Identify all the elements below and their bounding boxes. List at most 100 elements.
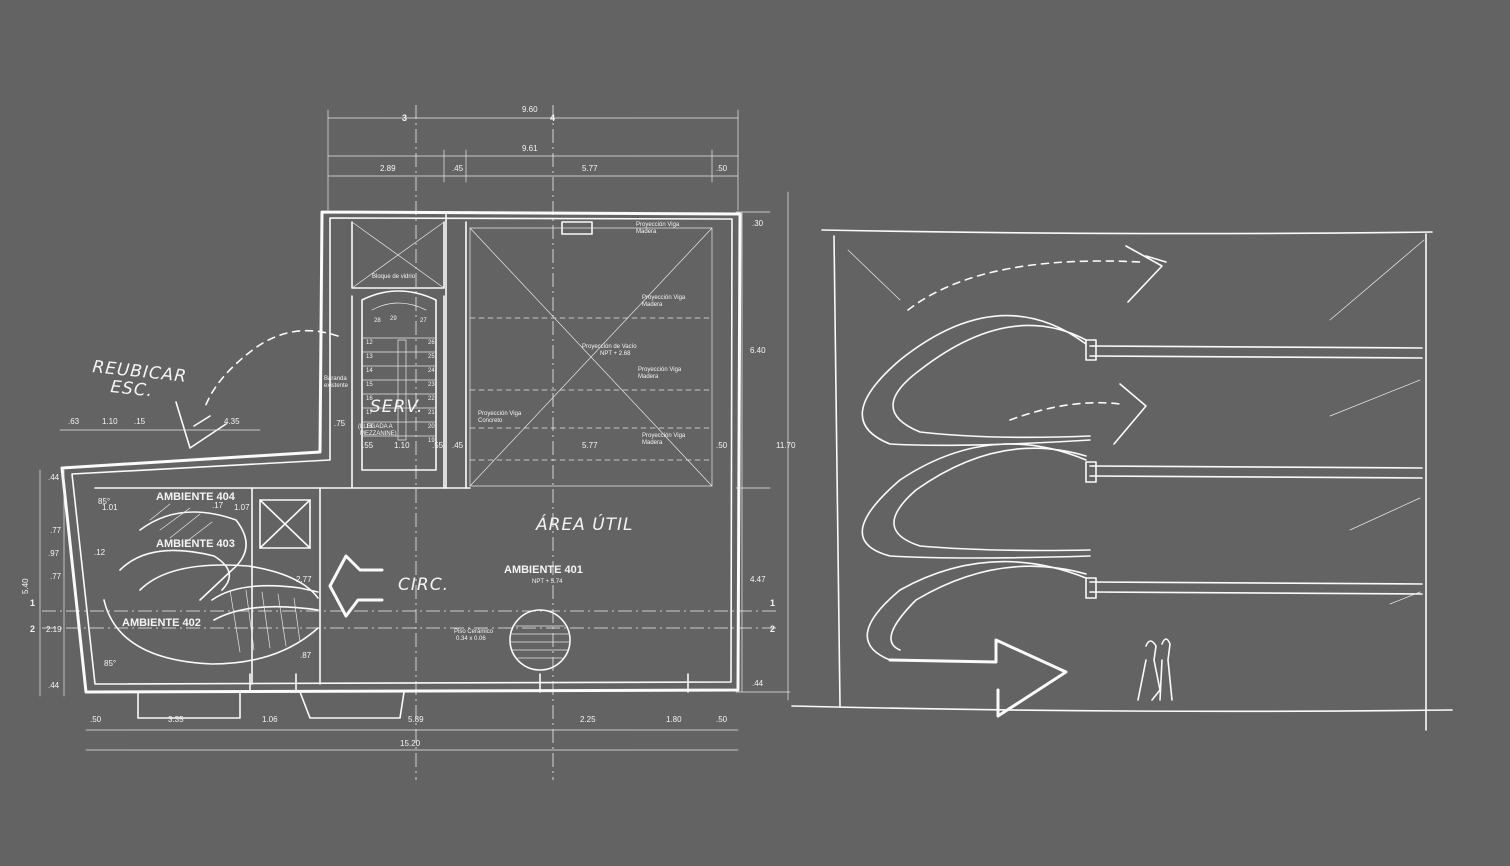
stair-num-15: 15: [366, 382, 373, 388]
dim-left-044b: .44: [48, 681, 60, 690]
label-piso: Piso Cerámico: [454, 629, 494, 635]
dim-right-640: 6.40: [750, 346, 766, 355]
dim-left-077a: .77: [50, 526, 62, 535]
dim-left-044: .44: [48, 473, 60, 482]
label-viga-4b: Concreto: [478, 418, 503, 424]
dim-110b: 1.10: [394, 441, 410, 450]
floor-circle: [509, 609, 571, 671]
dim-bottom-335: 3.35: [168, 715, 184, 724]
dim-087: .87: [300, 651, 312, 660]
dim-bottom-180: 1.80: [666, 715, 682, 724]
dim-075: .75: [334, 419, 346, 428]
dim-050b: .50: [716, 441, 728, 450]
dim-right-044: .44: [752, 679, 764, 688]
dim-bottom-050b: .50: [716, 715, 728, 724]
stair-num-14: 14: [366, 368, 373, 374]
label-piso-b: 0.34 x 0.06: [456, 636, 486, 642]
room-401: AMBIENTE 401: [504, 564, 583, 576]
stair-num-23: 23: [428, 382, 435, 388]
stair-num-29: 29: [390, 316, 397, 322]
dim-9-61: 9.61: [522, 144, 538, 153]
stair-num-13: 13: [366, 354, 373, 360]
dim-left-540: 5.40: [21, 578, 30, 594]
angle-85-top: 85°: [98, 497, 110, 506]
dim-045: .45: [452, 164, 464, 173]
stair-num-16: 16: [366, 396, 373, 402]
grid-label-1-left: 1: [30, 598, 35, 608]
dim-012: .12: [94, 548, 106, 557]
dim-110: 1.10: [102, 417, 118, 426]
grid-label-4: 4: [550, 113, 555, 123]
sketched-curved-stair: [103, 499, 319, 665]
stair-num-17: 17: [366, 410, 373, 416]
label-baranda: Baranda: [324, 376, 347, 382]
label-viga-5b: Madera: [642, 440, 663, 446]
circ-arrow: [328, 554, 384, 618]
stair-num-28: 28: [374, 318, 381, 324]
stair-num-20: 20: [428, 424, 435, 430]
dim-2-89: 2.89: [380, 164, 396, 173]
dim-bottom-1520: 15.20: [400, 739, 421, 748]
spiral-stair: 28 29 27 26 25 24 23 22 21 20 19 12 13 1…: [361, 290, 437, 471]
angle-85-bottom: 85°: [104, 659, 116, 668]
stair-num-24: 24: [428, 368, 435, 374]
bottom-windows: [137, 673, 689, 719]
dim-050: .50: [716, 164, 728, 173]
stair-num-26: 26: [428, 340, 435, 346]
section-sketch: [791, 229, 1453, 731]
dim-bottom-589: 5.89: [408, 715, 424, 724]
handwritten-labels: REUBICAR ESC. SERV. CIRC. ÁREA ÚTIL: [91, 357, 634, 595]
dim-277: 2.77: [296, 575, 312, 584]
mid-dimensions: .75 .55 1.10 .55 .45 5.77 .50: [334, 419, 728, 450]
label-viga-3b: Madera: [638, 374, 659, 380]
dim-right-030: .30: [752, 219, 764, 228]
label-vacio: Proyección de Vacío: [582, 344, 637, 350]
label-viga-3: Proyección Viga: [638, 367, 682, 373]
room-404: AMBIENTE 404: [156, 491, 236, 503]
stair-num-18: 18: [366, 424, 373, 430]
dim-055b: .55: [432, 441, 444, 450]
grid-label-2-right: 2: [770, 624, 775, 634]
stair-num-12: 12: [366, 340, 373, 346]
dim-right-447: 4.47: [750, 575, 766, 584]
grid-label-3: 3: [402, 113, 407, 123]
label-viga-2b: Madera: [642, 302, 663, 308]
plan-walls: [60, 210, 742, 694]
label-viga-1: Proyección Viga: [636, 222, 680, 228]
dim-bottom-106: 1.06: [262, 715, 278, 724]
label-bloque-vidrio: Bloque de vidrio: [372, 274, 416, 280]
room-401-npt: NPT + 5.74: [532, 579, 563, 585]
dim-left-097b: .97: [48, 549, 60, 558]
dim-063: .63: [68, 417, 80, 426]
relocate-arrowhead: [175, 401, 227, 449]
dim-bottom-225: 2.25: [580, 715, 596, 724]
label-baranda-b: existente: [324, 383, 349, 389]
dim-bottom-050a: .50: [90, 715, 102, 724]
room-labels: AMBIENTE 404 AMBIENTE 403 AMBIENTE 402 A…: [122, 491, 583, 629]
left-dimensions: .63 1.10 .15 4.35 .44 .77 .97 .77 5.40 2…: [21, 417, 261, 697]
label-vacio-npt: NPT + 2.68: [600, 351, 631, 357]
dim-left-077b: .77: [50, 572, 62, 581]
dim-577b: 5.77: [582, 441, 598, 450]
floor-plan: 9.60 9.61 2.89 .45 5.77 .50 3 4: [21, 105, 796, 780]
floor-circle-hatch: [509, 625, 571, 659]
label-llegada-b: MEZZANINE): [360, 431, 397, 437]
dim-017: .17: [212, 501, 224, 510]
stair-num-25: 25: [428, 354, 435, 360]
label-viga-5: Proyección Viga: [642, 433, 686, 439]
room-403: AMBIENTE 403: [156, 538, 235, 550]
void-projection: [469, 227, 713, 487]
grid-label-2-left: 2: [30, 624, 35, 634]
label-viga-4: Proyección Viga: [478, 411, 522, 417]
dim-107: 1.07: [234, 503, 250, 512]
hand-esc: ESC.: [109, 377, 154, 401]
grid-label-1-right: 1: [770, 598, 775, 608]
hand-area-util: ÁREA ÚTIL: [535, 513, 634, 535]
relocate-arrow: [203, 329, 339, 411]
label-viga-1b: Madera: [636, 229, 657, 235]
stair-num-22: 22: [428, 396, 435, 402]
stair-num-19: 19: [428, 438, 435, 444]
label-viga-2: Proyección Viga: [642, 295, 686, 301]
right-dimensions: .30 6.40 11.70 4.47 .44 1 2: [735, 191, 796, 701]
